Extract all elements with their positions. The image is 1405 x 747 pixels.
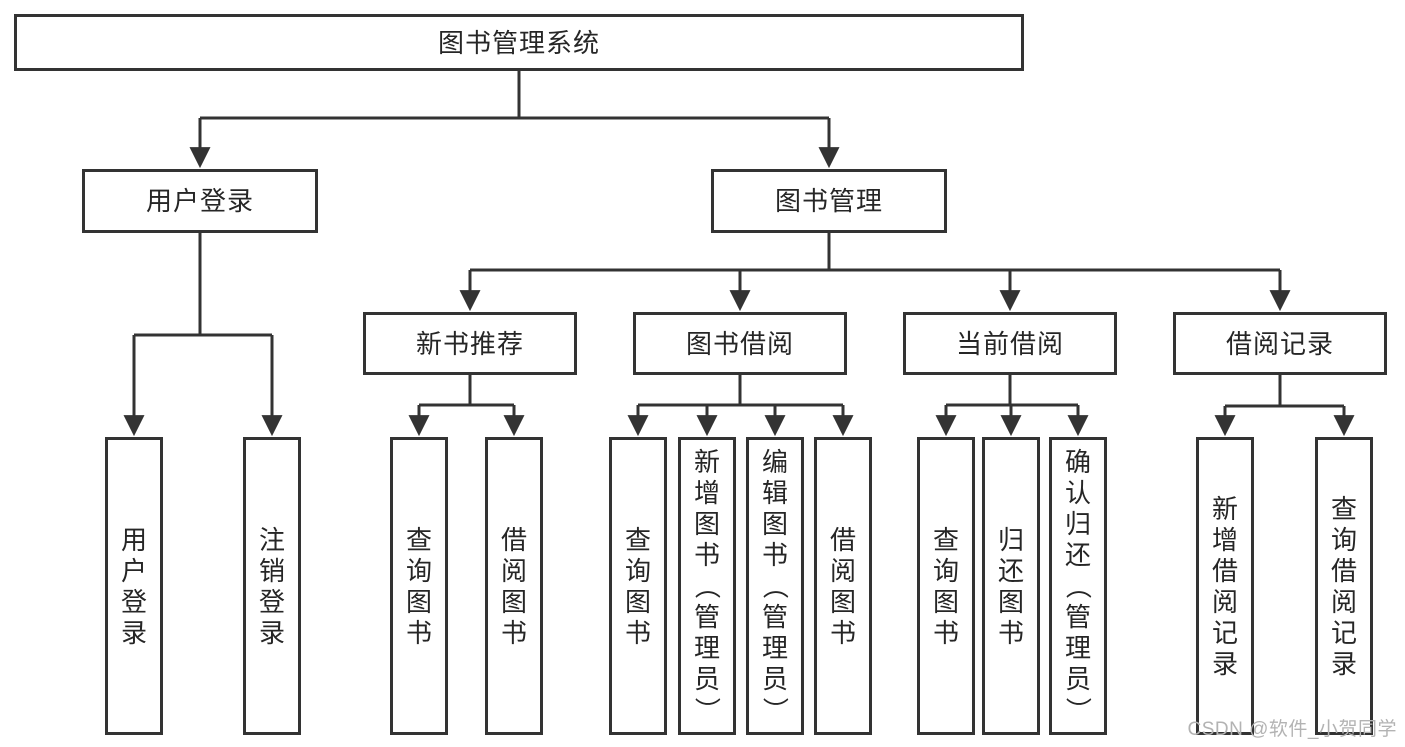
node-user-login: 用户登录 xyxy=(82,169,318,233)
leaf-user-login: 用户登录 xyxy=(105,437,163,735)
leaf-recommend-borrow-book: 借阅图书 xyxy=(485,437,543,735)
node-label: 用户登录 xyxy=(145,186,254,216)
leaf-confirm-return-admin: 确认归还（管理员） xyxy=(1049,437,1107,735)
node-label: 新增借阅记录 xyxy=(1211,493,1238,679)
node-borrow-record: 借阅记录 xyxy=(1173,312,1387,375)
leaf-edit-book-admin: 编辑图书（管理员） xyxy=(746,437,804,735)
node-label: 借阅记录 xyxy=(1225,328,1334,359)
leaf-add-borrow-record: 新增借阅记录 xyxy=(1196,437,1254,735)
node-label: 查询图书 xyxy=(624,524,651,648)
node-label: 确认归还（管理员） xyxy=(1062,447,1093,724)
node-label: 查询借阅记录 xyxy=(1330,493,1357,679)
node-label: 图书管理 xyxy=(774,186,883,216)
node-label: 当前借阅 xyxy=(955,328,1064,359)
leaf-query-borrow-record: 查询借阅记录 xyxy=(1315,437,1373,735)
node-label: 新增图书（管理员） xyxy=(691,447,722,724)
node-label: 借阅图书 xyxy=(500,524,527,648)
node-label: 查询图书 xyxy=(405,524,432,648)
leaf-logout-login: 注销登录 xyxy=(243,437,301,735)
node-label: 查询图书 xyxy=(932,524,959,648)
leaf-current-query-book: 查询图书 xyxy=(917,437,975,735)
node-label: 编辑图书（管理员） xyxy=(759,447,790,724)
node-label: 图书借阅 xyxy=(685,328,794,359)
leaf-recommend-query-book: 查询图书 xyxy=(390,437,448,735)
node-book-management: 图书管理 xyxy=(711,169,947,233)
leaf-borrow-query-book: 查询图书 xyxy=(609,437,667,735)
leaf-borrow-book: 借阅图书 xyxy=(814,437,872,735)
node-label: 图书管理系统 xyxy=(437,27,600,58)
leaf-return-book: 归还图书 xyxy=(982,437,1040,735)
node-label: 归还图书 xyxy=(997,524,1024,648)
node-label: 注销登录 xyxy=(258,524,285,648)
node-label: 借阅图书 xyxy=(829,524,856,648)
node-label: 新书推荐 xyxy=(415,328,524,359)
node-new-book-recommend: 新书推荐 xyxy=(363,312,577,375)
csdn-watermark: CSDN @软件_小贺同学 xyxy=(1187,719,1397,740)
node-current-borrow: 当前借阅 xyxy=(903,312,1117,375)
node-label: 用户登录 xyxy=(120,524,147,648)
leaf-add-book-admin: 新增图书（管理员） xyxy=(678,437,736,735)
node-book-borrow: 图书借阅 xyxy=(633,312,847,375)
node-library-system: 图书管理系统 xyxy=(14,14,1024,71)
